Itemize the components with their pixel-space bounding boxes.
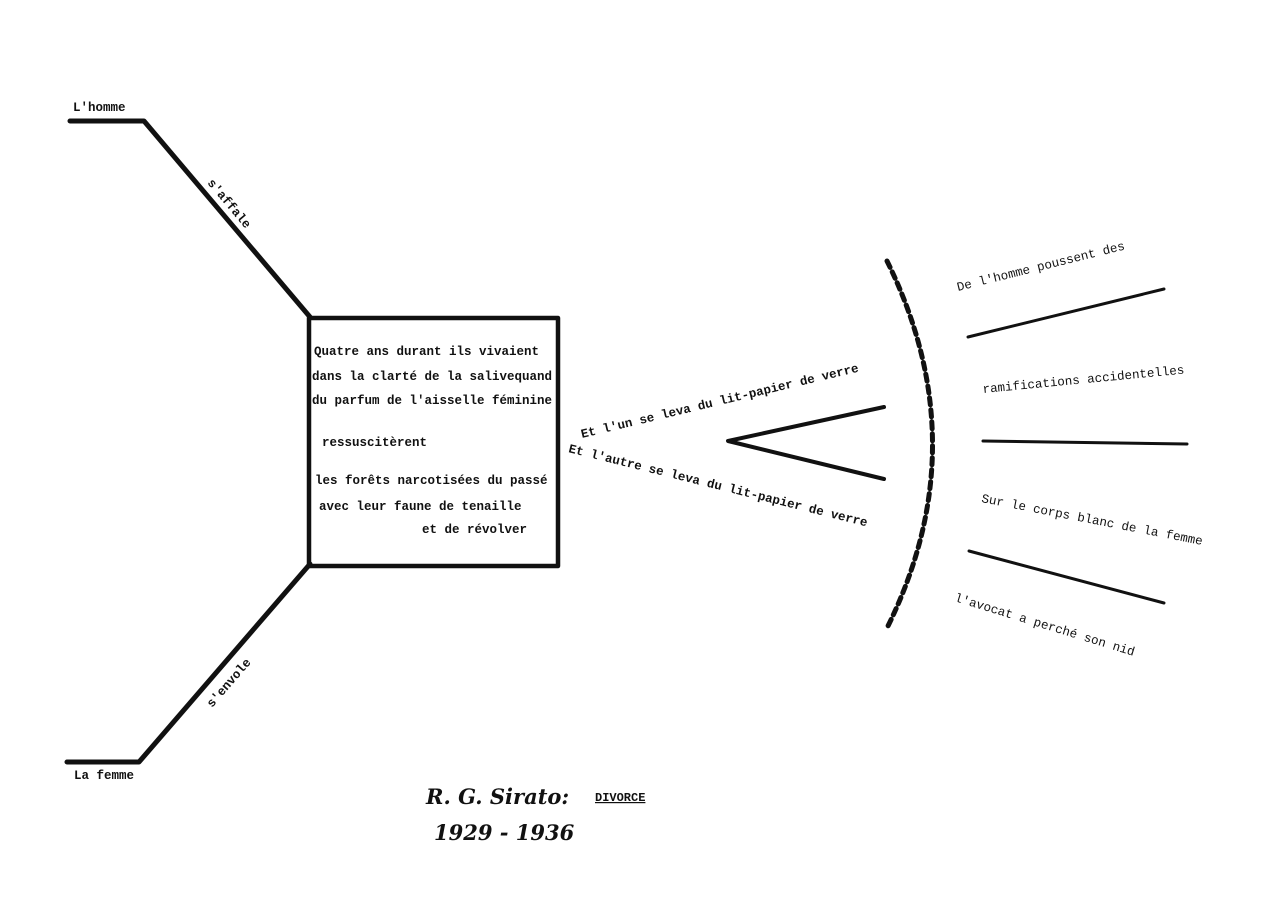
dashed-arc [884,258,935,631]
ray-text-1: De l'homme poussent des [956,240,1127,295]
ray-line-3 [967,549,1166,605]
ray-text-3: Sur le corps blanc de la femme [980,492,1204,549]
fork-upper-text: Et l'un se leva du lit-papier de verre [580,362,860,442]
man-branch-line [67,118,313,320]
box-line-2: dans la clarté de la salivequand [312,370,552,384]
man-label: L'homme [73,101,126,115]
signature-dates: 1929 - 1936 [434,820,575,845]
box-line-4: ressuscitèrent [322,436,427,450]
woman-verb-label: s'envole [204,656,254,710]
woman-branch-line [64,561,313,765]
box-line-3: du parfum de l'aisselle féminine [312,394,552,408]
fork-lines [726,405,886,481]
signature-title: DIVORCE [595,791,645,805]
box-line-5: les forêts narcotisées du passé [315,474,548,488]
ray-line-1 [966,287,1166,339]
ray-text-4: l'avocat a perché son nid [953,591,1136,659]
box-line-1: Quatre ans durant ils vivaient [314,345,539,359]
box-line-6: avec leur faune de tenaille [319,500,522,514]
ray-text-2: ramifications accidentelles [982,364,1185,397]
poem-box [306,315,561,569]
fork-lower-text: Et l'autre se leva du lit-papier de verr… [567,442,869,530]
woman-label: La femme [74,769,134,783]
box-line-7: et de révolver [422,523,527,537]
signature-author: R. G. Sirato: [425,784,569,809]
ray-line-2 [981,439,1189,446]
